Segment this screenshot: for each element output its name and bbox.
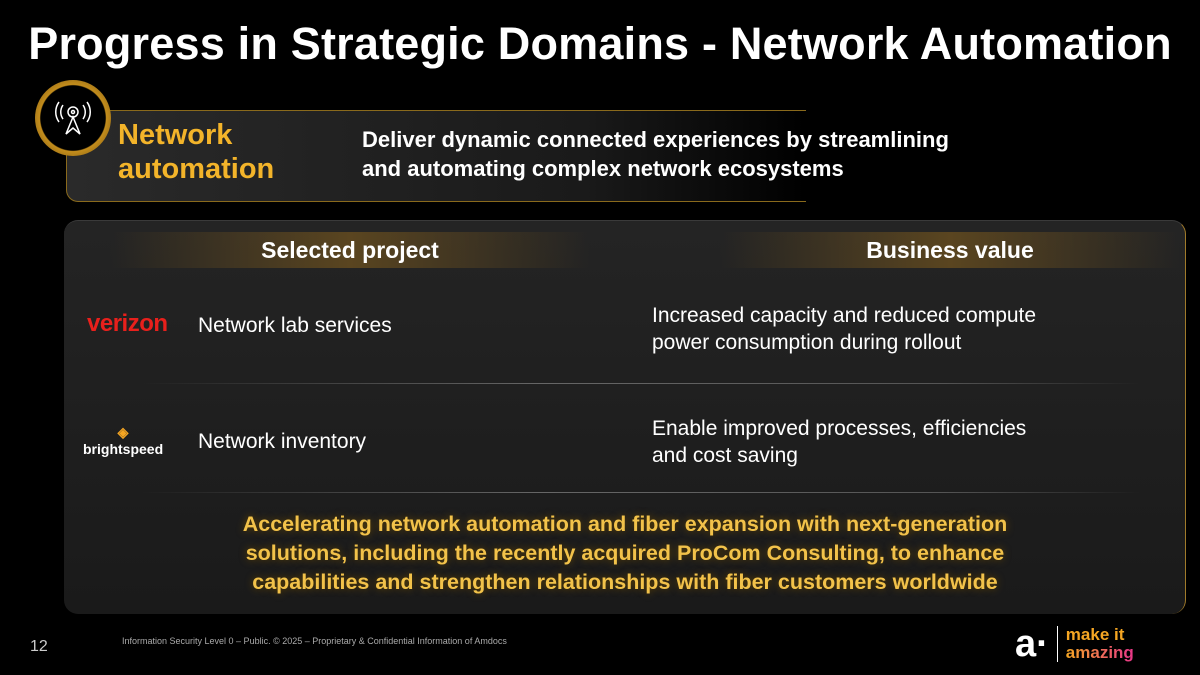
brand-divider [1056, 626, 1058, 662]
projects-panel [64, 220, 1186, 614]
page-number: 12 [30, 638, 48, 655]
header-business-value: Business value [720, 232, 1180, 268]
row-divider [140, 383, 1140, 384]
domain-banner [66, 110, 806, 202]
callout-text: Accelerating network automation and fibe… [242, 512, 1008, 594]
slide-title: Progress in Strategic Domains - Network … [28, 18, 1172, 69]
domain-description: Deliver dynamic connected experiences by… [362, 127, 949, 181]
project-name: Network lab services [198, 314, 392, 337]
verizon-logo: verizon [87, 310, 168, 337]
header-selected-project: Selected project [110, 232, 590, 268]
footer-text: Information Security Level 0 – Public. ©… [122, 636, 507, 646]
row-divider [140, 492, 1140, 493]
amdocs-mark: a· [1015, 623, 1049, 665]
antenna-tower-icon [35, 80, 111, 156]
project-name: Network inventory [198, 430, 367, 453]
brightspeed-logo: ◈brightspeed [83, 424, 164, 457]
